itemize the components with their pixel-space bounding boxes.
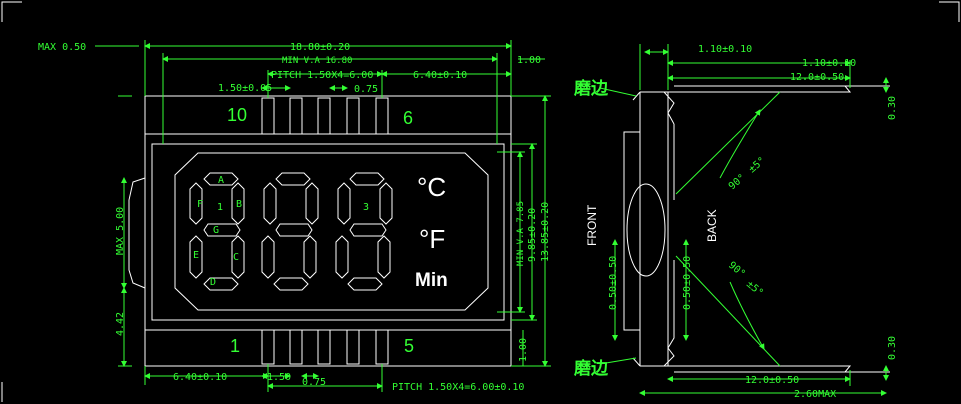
digit-3 (335, 172, 393, 291)
top-pins (261, 97, 389, 135)
dim-width-total: 18.80±0.20 (290, 42, 350, 53)
front-dimension-texts: MAX 0.50 18.80±0.20 MIN V.A 16.80 PITCH … (38, 42, 551, 393)
celsius-symbol: °C (417, 172, 446, 202)
dim-h-985: 9.85±0.20 (527, 208, 538, 262)
segment-label-three: 3 (363, 202, 369, 213)
segment-label-one: 1 (217, 202, 223, 213)
side-dim-d3: 12.0±0.50 (790, 72, 844, 83)
angle-tol-top: ±5° (747, 155, 768, 175)
side-dim-d5: 0.30 (887, 336, 898, 360)
angle-top: 90° (727, 172, 748, 192)
back-label: BACK (705, 209, 719, 242)
side-body-outline (623, 85, 890, 373)
dim-bottom-150: 1.50 (267, 372, 291, 383)
side-dim-d1: 1.10±0.10 (698, 44, 752, 55)
segment-label-c: C (233, 252, 239, 263)
side-dim-d6: 12.0±0.50 (745, 375, 799, 386)
digit-1 (189, 172, 245, 291)
segment-labels: A B C D E F G 1 3 (193, 175, 369, 288)
pin-label-6: 6 (403, 108, 413, 128)
pin-label-10: 10 (227, 105, 247, 125)
fahrenheit-symbol: °F (419, 224, 445, 254)
side-dim-d7: 2.60MAX (794, 389, 836, 400)
front-view: 10 6 1 5 (38, 40, 551, 393)
segment-label-g: G (213, 225, 219, 236)
dim-right-offset: 1.00 (517, 55, 541, 66)
front-dimension-lines (95, 40, 551, 392)
lcd-body-outline (128, 95, 512, 367)
dim-left-442: 4.42 (115, 312, 126, 336)
dim-max-050: MAX 0.50 (38, 42, 86, 53)
dim-h-1385: 13.85±0.20 (540, 202, 551, 262)
dim-pitch-bottom: PITCH 1.50X4=6.00±0.10 (392, 382, 524, 393)
dim-right-100: 1.00 (518, 338, 529, 362)
dim-bottom-left: 6.40±0.10 (173, 372, 227, 383)
segment-label-d: D (210, 277, 216, 288)
angle-bottom: 90° (726, 260, 747, 280)
side-dim-d2: 1.10±0.10 (802, 58, 856, 69)
side-dimension-texts: 1.10±0.10 1.10±0.10 12.0±0.50 0.30 0.30 … (608, 44, 898, 400)
angle-tol-bottom: ±5° (744, 279, 765, 299)
dim-bottom-075: 0.75 (302, 377, 326, 388)
side-dim-v1: 0.50±0.50 (608, 256, 619, 310)
side-dim-v2: 0.50±0.50 (682, 256, 693, 310)
pin-label-5: 5 (404, 336, 414, 356)
segment-label-f: F (197, 199, 203, 210)
front-label: FRONT (585, 204, 599, 246)
digit-2 (261, 172, 319, 291)
dim-gap-075-top: 0.75 (354, 84, 378, 95)
pin-label-1: 1 (230, 336, 240, 356)
side-view: 1.10±0.10 1.10±0.10 12.0±0.50 0.30 0.30 … (574, 44, 898, 400)
grind-edge-label-top: 磨边 (574, 78, 609, 99)
grind-edge-label-bottom: 磨边 (574, 358, 609, 379)
segment-label-e: E (193, 250, 199, 261)
min-symbol: Min (415, 270, 448, 291)
dim-min-va: MIN V.A 16.80 (282, 56, 352, 66)
side-dim-d4: 0.30 (887, 96, 898, 120)
dim-right-top: 6.40±0.10 (413, 70, 467, 81)
dim-left-150: 1.50±0.05 (218, 83, 272, 94)
bottom-pins (261, 329, 389, 365)
dim-max-500: MAX 5.00 (115, 207, 126, 255)
segment-label-b: B (236, 199, 242, 210)
segment-label-a: A (218, 175, 224, 186)
dim-min-va-785: MIN V.A 7.85 (516, 201, 526, 266)
dim-pitch-top: PITCH 1.50X4=6.00 (271, 70, 373, 81)
side-dimension-lines (599, 44, 889, 396)
